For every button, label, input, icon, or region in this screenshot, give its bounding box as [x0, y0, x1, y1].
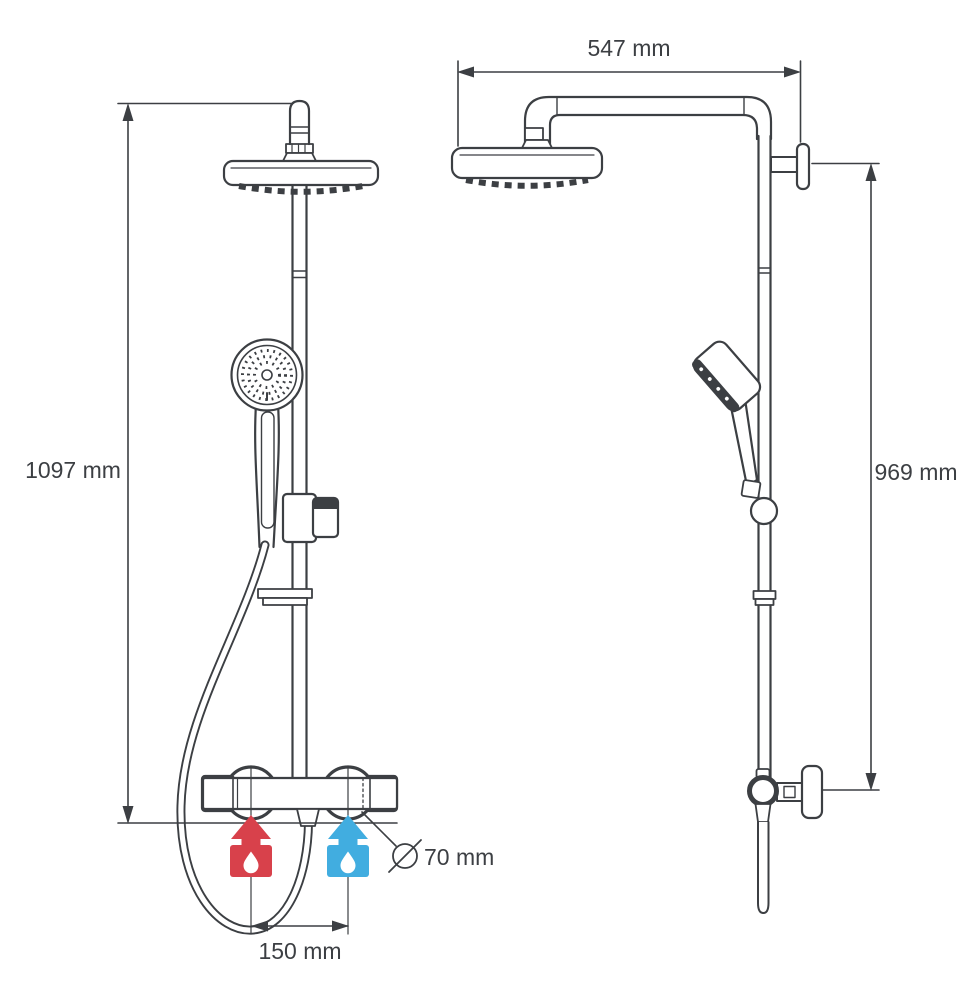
dimension-inlet-spacing: 150 mm [251, 920, 349, 964]
wall-bracket-top [770, 142, 811, 191]
rail-collar-front [257, 588, 313, 606]
shower-rail-front [291, 181, 308, 780]
riser-pipe-top [288, 99, 311, 146]
rail-collar-side [752, 590, 777, 606]
shower-hose [176, 540, 313, 935]
hot-water-inlet-icon [230, 815, 272, 877]
arrow-right-icon [784, 66, 801, 78]
hose-inlet-connector [296, 808, 320, 827]
valve-body [201, 776, 399, 811]
arrow-right-icon [332, 920, 349, 932]
arrow-down-icon [865, 773, 877, 791]
arrow-up-icon [122, 103, 134, 121]
arrow-up-icon [865, 163, 877, 181]
hose-end [757, 821, 770, 914]
dim-label-total-height: 1097 mm [25, 457, 121, 483]
front-view: 1097 mm 150 mm 70 mm [25, 99, 494, 964]
side-dimensions: 547 mm 969 mm [457, 35, 958, 791]
hand-shower-front [230, 338, 304, 549]
holder-knob-shade [313, 498, 338, 509]
head-connector-nut [282, 143, 317, 162]
side-view: 547 mm 969 mm [450, 35, 958, 914]
overhead-shower-head-side [450, 127, 604, 189]
arrow-left-icon [251, 920, 268, 932]
thermostatic-valve [200, 765, 399, 935]
diameter-symbol [392, 843, 418, 869]
arrow-down-icon [122, 806, 134, 824]
hand-shower-holder [281, 492, 340, 544]
holder-knob-side [749, 496, 779, 526]
nozzle-band [238, 183, 364, 195]
water-drop-icon [243, 851, 259, 874]
dim-label-wall-height: 969 mm [874, 459, 957, 485]
front-dimensions: 1097 mm 150 mm 70 mm [25, 102, 494, 964]
wall-bracket-bottom [747, 764, 824, 914]
swivel-ring [747, 775, 779, 807]
dimension-wall-height: 969 mm [811, 162, 958, 791]
overhead-shower-head-front [222, 159, 380, 195]
arrow-left-icon [457, 66, 474, 78]
hand-shower-face [230, 338, 304, 412]
drawing-root: 1097 mm 150 mm 70 mm [25, 35, 957, 964]
hand-shower-side [692, 340, 779, 526]
dim-label-arm-reach: 547 mm [587, 35, 670, 61]
shower-arm-side [523, 95, 773, 151]
dimension-arm-reach: 547 mm [457, 35, 802, 147]
diameter-callout [361, 811, 422, 873]
cold-water-inlet-icon [327, 815, 369, 877]
dim-label-trim-diameter: 70 mm [424, 844, 494, 870]
hose-taper [754, 803, 772, 823]
nozzle-band [465, 177, 589, 189]
wall-pipe-side [757, 134, 772, 805]
water-drop-icon [340, 851, 356, 874]
dimension-total-height: 1097 mm [25, 102, 398, 824]
dim-label-inlet-spacing: 150 mm [258, 938, 341, 964]
